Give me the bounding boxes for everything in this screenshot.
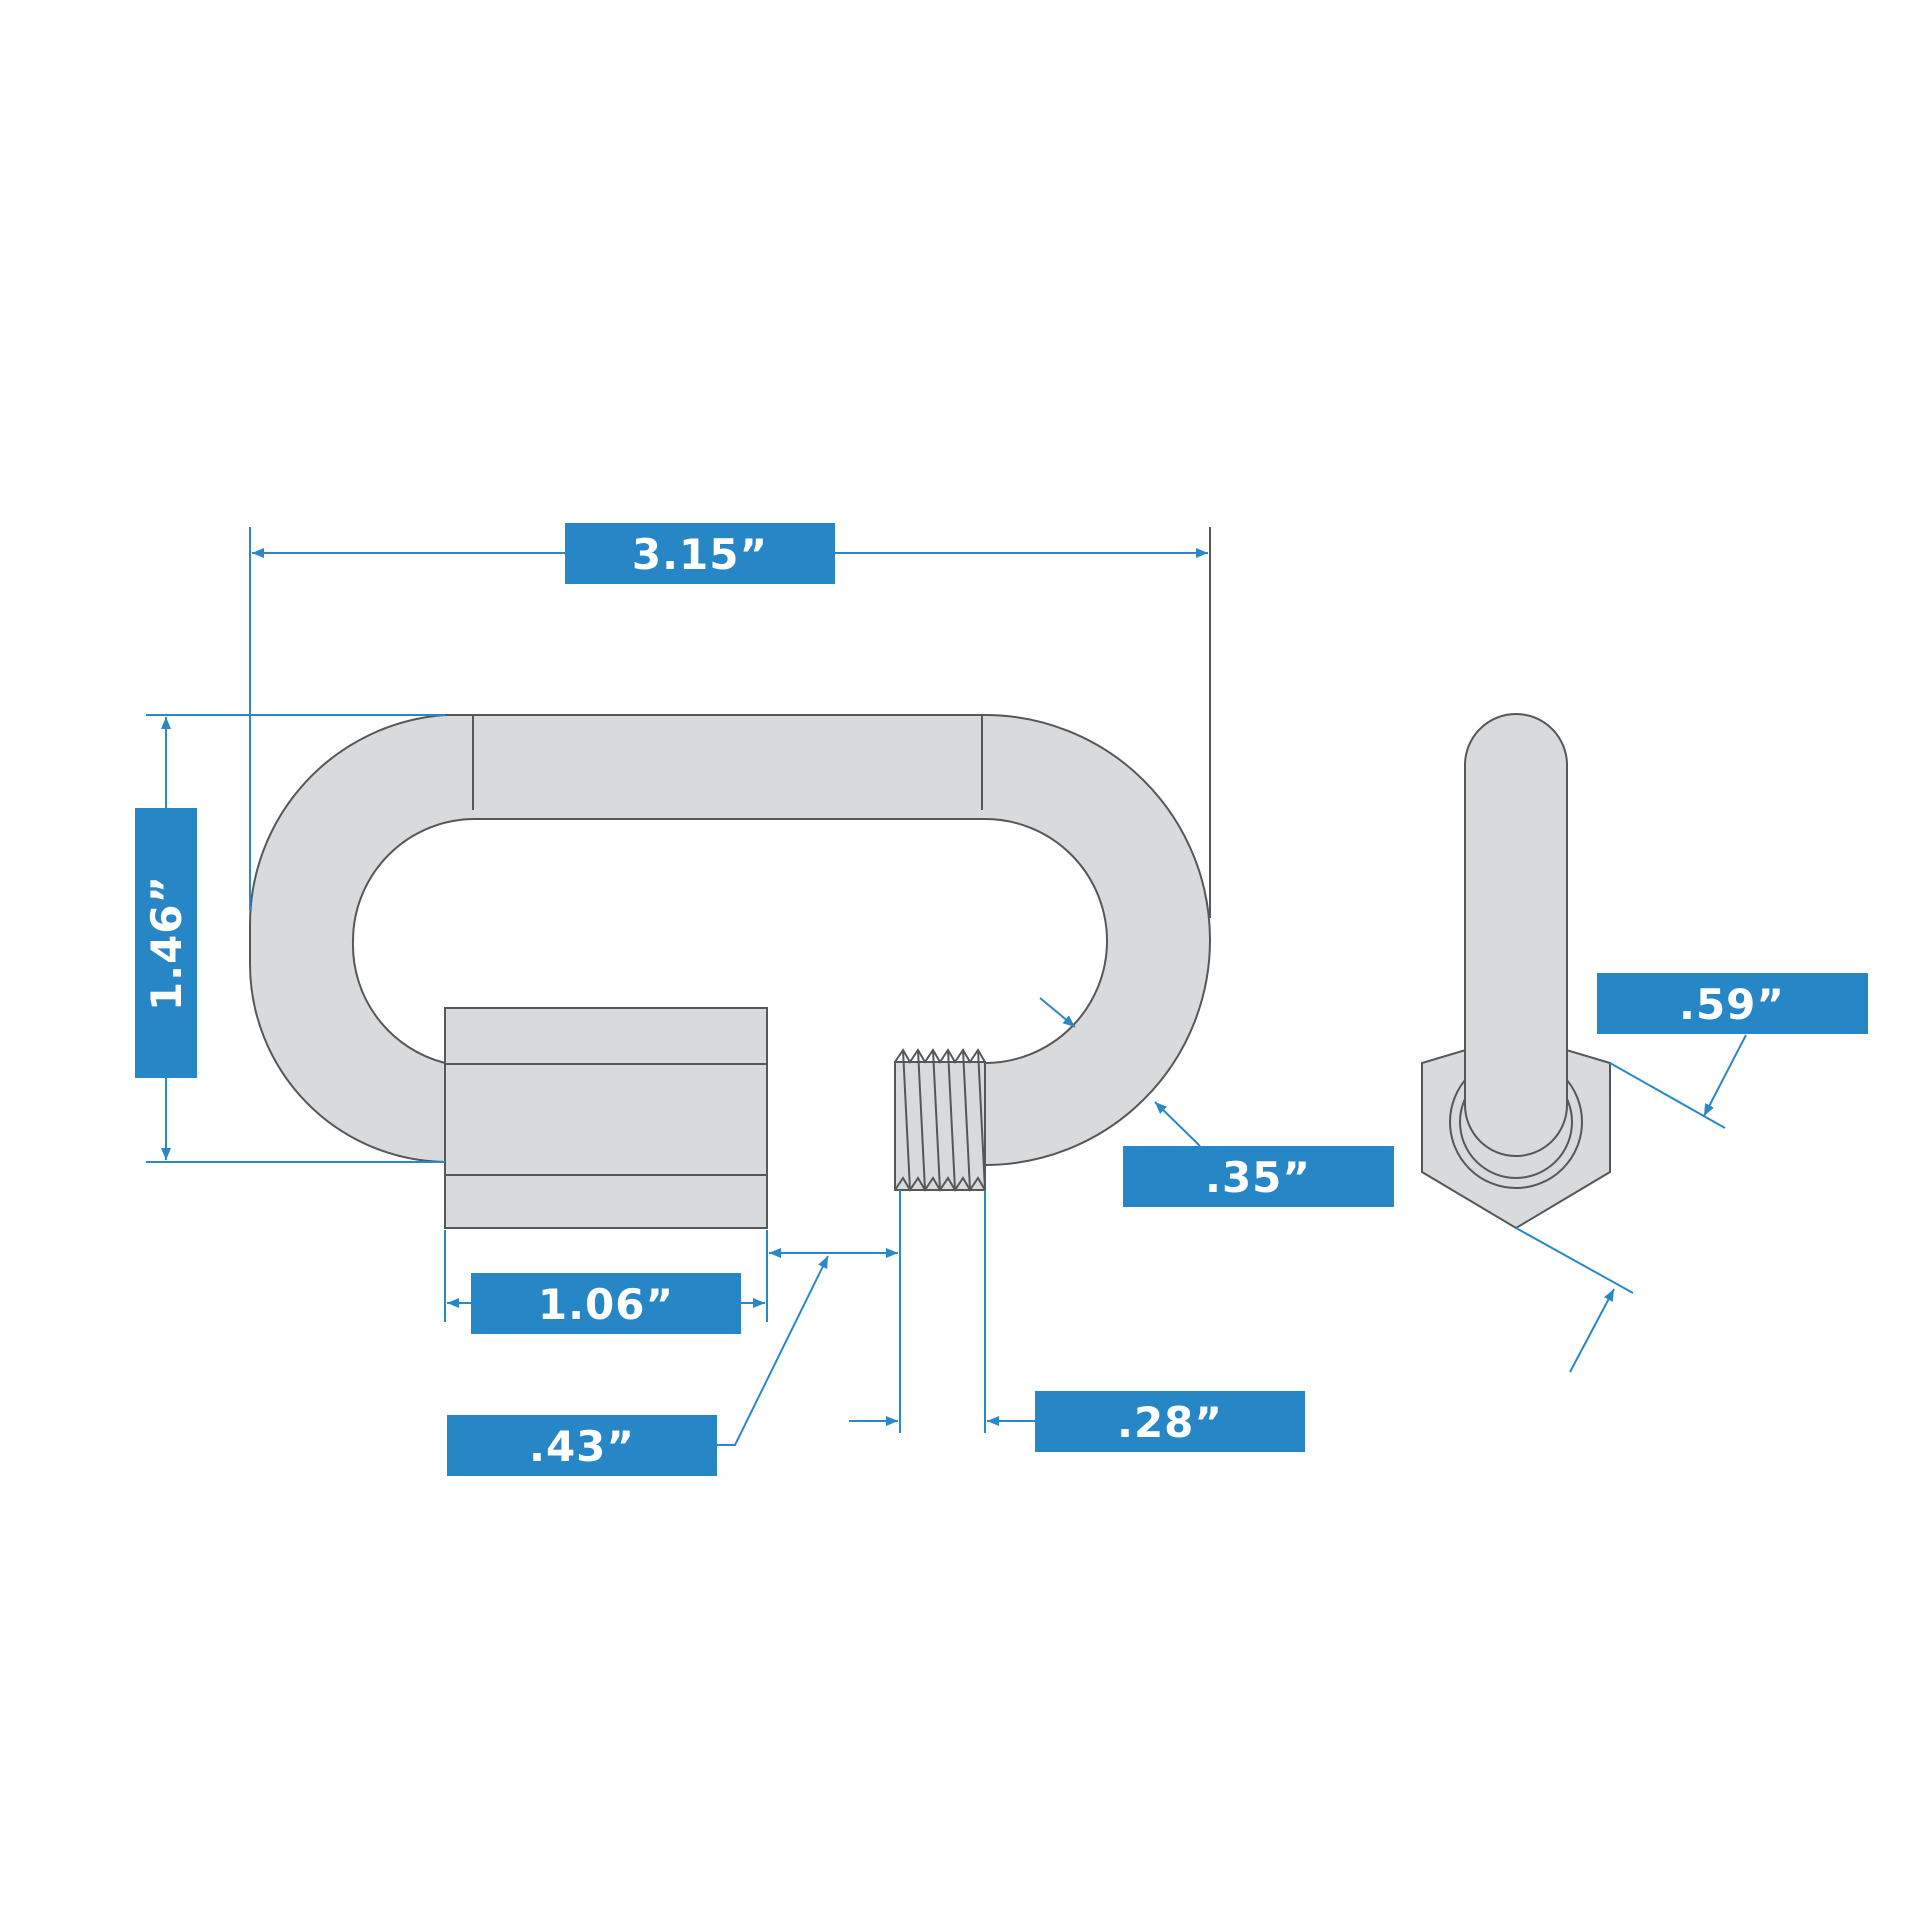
thread-length-label: .28” [1117, 1398, 1223, 1447]
dimension-wire-diameter: .35” [1039, 997, 1394, 1207]
overall-length-badge [565, 523, 835, 584]
sleeve-length-label: 1.06” [538, 1280, 674, 1329]
dimension-thread-length: .28” [849, 1190, 1305, 1452]
hex-width-badge [1597, 973, 1868, 1034]
overall-length-label: 3.15” [632, 530, 768, 579]
side-rod [1464, 713, 1568, 1157]
gate-opening-badge [447, 1415, 717, 1476]
dimension-overall-height: 1.46” [135, 714, 445, 1163]
link-ring [248, 714, 1212, 1167]
dimension-hex-width: .59” [1515, 973, 1868, 1373]
dimension-sleeve-length: 1.06” [444, 1230, 768, 1334]
overall-height-badge [135, 808, 197, 1078]
dimension-overall-length: 3.15” [249, 523, 1211, 918]
gate-opening-label: .43” [529, 1422, 635, 1471]
quick-link-side-view [1421, 713, 1611, 1230]
quick-link-front-view [248, 714, 1212, 1229]
wire-diameter-label: .35” [1205, 1153, 1311, 1202]
sleeve-nut [444, 1007, 768, 1229]
wire-diameter-badge [1123, 1146, 1394, 1207]
dimension-gate-opening: .43” [447, 1190, 901, 1476]
overall-height-label: 1.46” [142, 875, 191, 1011]
thread-length-badge [1035, 1391, 1305, 1452]
threaded-end [894, 1048, 986, 1192]
sleeve-length-badge [471, 1273, 741, 1334]
hex-width-label: .59” [1679, 980, 1785, 1029]
